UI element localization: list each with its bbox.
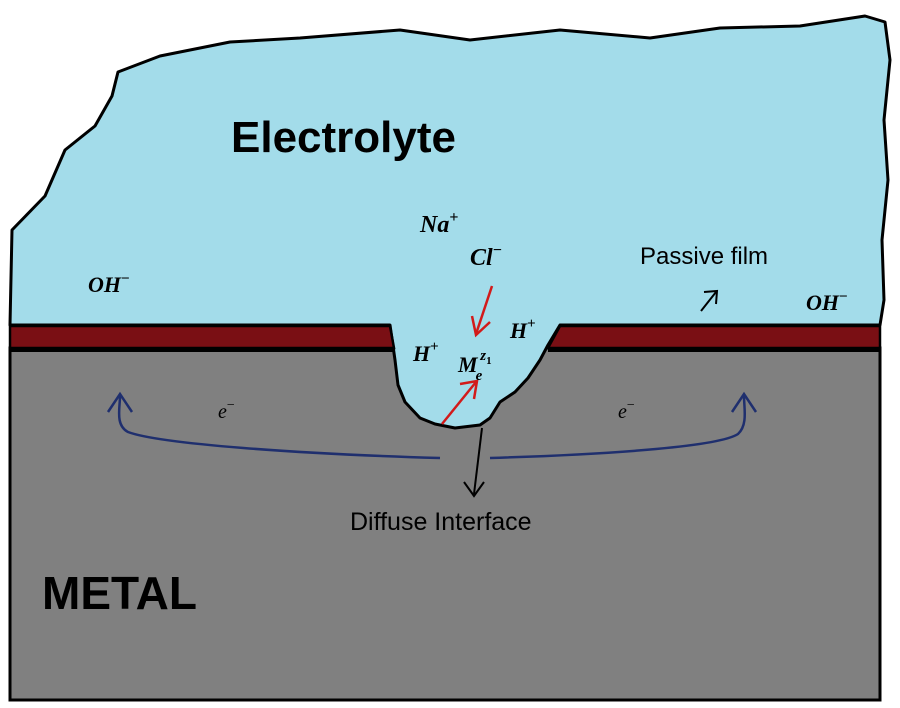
hydroxide-left-label: OH− <box>88 271 130 297</box>
electron-flow-left-arrowhead <box>106 391 134 413</box>
metal-ion-dissolution-arrow <box>441 381 477 425</box>
chloride-inflow-arrowhead <box>470 315 491 338</box>
chloride-ion-label: Cl− <box>470 242 502 271</box>
electrolyte-label: Electrolyte <box>231 113 456 162</box>
passive-film-label: Passive film <box>640 243 768 270</box>
electron-flow-right-arrowhead <box>730 391 758 413</box>
passive-film <box>8 324 882 352</box>
diffuse-interface-pointer-head <box>463 481 485 498</box>
passive-film-arrow <box>700 291 717 312</box>
hydrogen-ion-left-label: H+ <box>412 339 439 366</box>
electron-left-label: e− <box>218 398 235 423</box>
metal-ion-label: Mez1 <box>457 348 492 384</box>
metal-ion-dissolution-arrowhead <box>459 379 479 400</box>
hydrogen-ion-right-label: H+ <box>509 316 536 343</box>
electron-flow-right-arrow <box>489 395 746 460</box>
metal-label: METAL <box>42 567 197 619</box>
chloride-inflow-arrow <box>474 285 494 335</box>
electron-flow-left-arrow <box>117 395 441 460</box>
passive-film-arrowhead <box>703 289 719 305</box>
diffuse-interface-label: Diffuse Interface <box>350 508 532 536</box>
hydroxide-right-label: OH− <box>806 289 848 315</box>
electron-right-label: e− <box>618 398 635 423</box>
diffuse-interface-pointer <box>473 427 483 495</box>
sodium-ion-label: Na+ <box>419 209 458 238</box>
